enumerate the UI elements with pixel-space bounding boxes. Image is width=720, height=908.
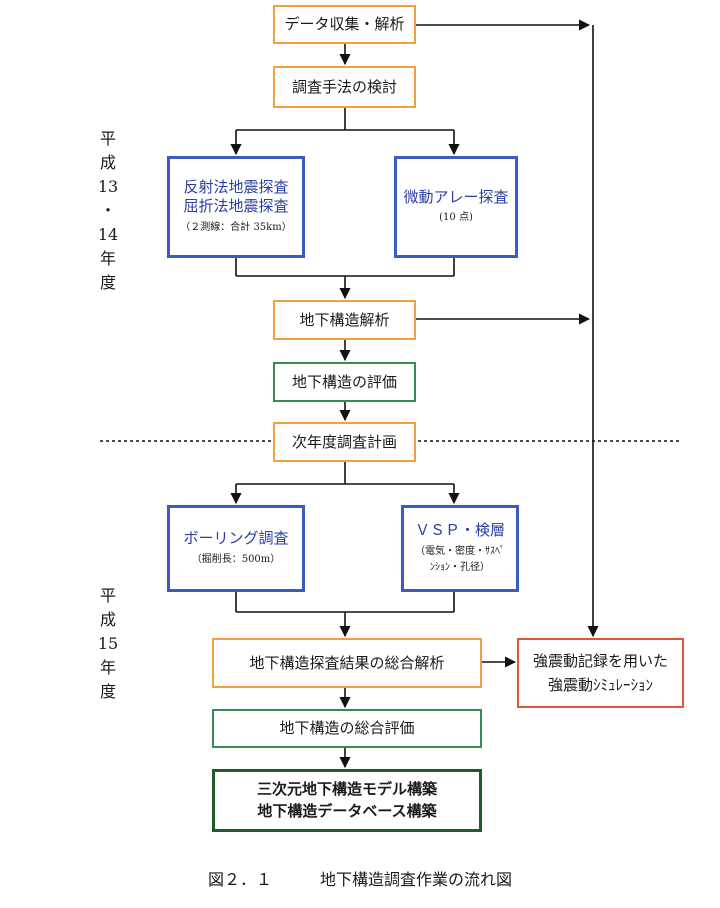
node-note-1: （電気・密度・ｻｽﾍﾟ [415, 545, 505, 557]
node-comprehensive-evaluation: 地下構造の総合評価 [212, 709, 482, 748]
node-label-refraction: 屈折法地震探査 [183, 197, 289, 215]
node-note: （２測線：合計 35km） [180, 221, 292, 233]
node-data-collection: データ収集・解析 [273, 5, 416, 44]
node-structure-evaluation: 地下構造の評価 [273, 362, 416, 402]
node-structure-analysis: 地下構造解析 [273, 300, 416, 340]
node-label-database: 地下構造データベース構築 [257, 801, 437, 820]
node-label: ボーリング調査 [183, 529, 289, 548]
node-final: 三次元地下構造モデル構築 地下構造データベース構築 [212, 769, 482, 832]
node-label: 調査手法の検討 [291, 77, 397, 96]
node-label: 地下構造探査結果の総合解析 [249, 653, 445, 672]
node-label: 地下構造の評価 [291, 372, 397, 391]
node-label: データ収集・解析 [284, 15, 405, 34]
node-label: 地下構造解析 [299, 310, 390, 329]
node-note: （掘削長：500m） [191, 553, 281, 565]
node-label-2: 強震動ｼﾐｭﾚｰｼｮﾝ [547, 676, 653, 694]
node-note: (10 点) [439, 212, 473, 224]
node-seismic-survey: 反射法地震探査 屈折法地震探査 （２測線：合計 35km） [167, 156, 305, 258]
node-label-model: 三次元地下構造モデル構築 [256, 779, 437, 798]
period-label-h15: 平 成 15 年 度 [97, 586, 119, 701]
node-method-review: 調査手法の検討 [273, 66, 416, 108]
node-comprehensive-analysis: 地下構造探査結果の総合解析 [212, 638, 482, 688]
node-next-plan: 次年度調査計画 [273, 422, 416, 462]
node-label: 次年度調査計画 [291, 432, 397, 451]
node-label-1: 強震動記録を用いた [532, 652, 668, 670]
node-label: 微動アレー探査 [403, 187, 509, 206]
node-microtremor: 微動アレー探査 (10 点) [394, 156, 518, 258]
node-boring: ボーリング調査 （掘削長：500m） [167, 505, 305, 592]
period-label-h13-14: 平 成 13 ・ 14 年 度 [97, 129, 119, 292]
node-note-2: ﾝｼｮﾝ・孔径） [430, 561, 490, 573]
figure-caption: 図２．１ 地下構造調査作業の流れ図 [207, 870, 512, 889]
node-label: ＶＳＰ・検層 [414, 521, 505, 540]
node-label: 地下構造の総合評価 [279, 719, 415, 738]
node-label-reflection: 反射法地震探査 [183, 178, 289, 197]
node-simulation: 強震動記録を用いた 強震動ｼﾐｭﾚｰｼｮﾝ [517, 638, 684, 708]
node-vsp: ＶＳＰ・検層 （電気・密度・ｻｽﾍﾟ ﾝｼｮﾝ・孔径） [401, 505, 519, 592]
